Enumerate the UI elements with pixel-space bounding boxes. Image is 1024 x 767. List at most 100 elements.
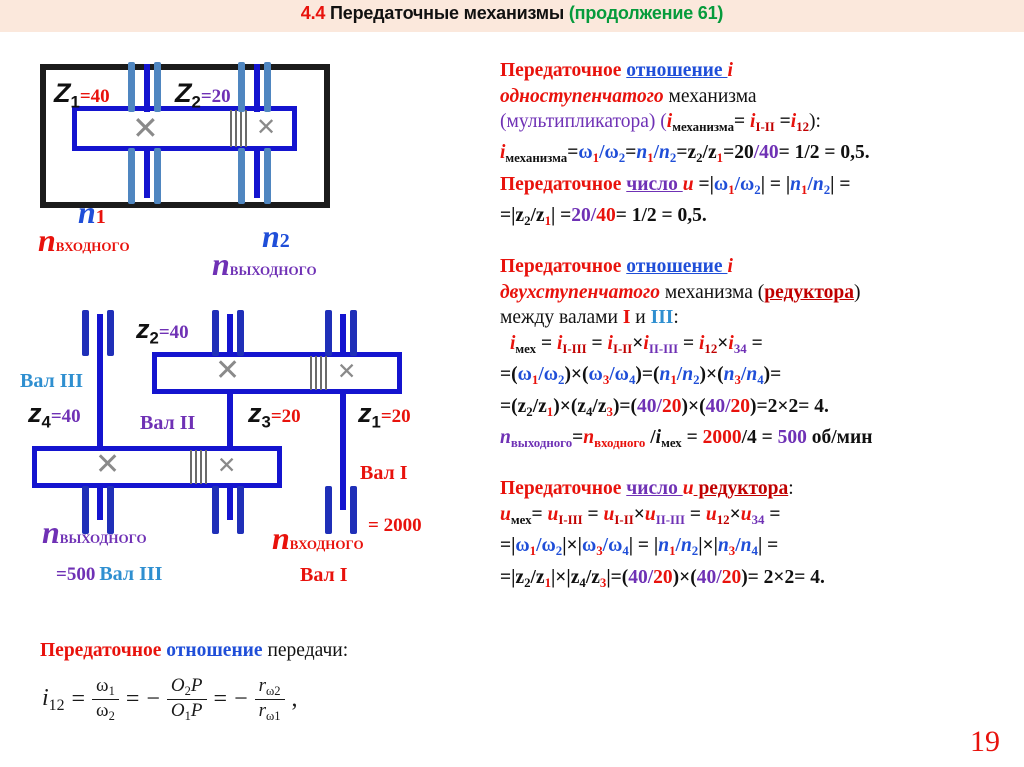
label-d2-z2-symbol: z (136, 314, 150, 344)
transmission-ratio-formula: i12 = ω1 ω2 = − O2P O1P = − rω2 rω1 , (42, 675, 298, 724)
b1-l3-d: i (750, 111, 756, 132)
b2-l7-v2: 500 (777, 427, 807, 449)
b3-l2-u2: u (547, 503, 559, 525)
page-title: 4.4 Передаточные механизмы (продолжение … (0, 3, 1024, 24)
label-d2-z3-index: 3 (261, 412, 271, 432)
b1-l5-n2: n (812, 173, 824, 195)
b2-l5-s1: / (538, 364, 544, 386)
formula-f3-den-sub: ω1 (266, 709, 281, 724)
bearing-III-top (82, 310, 116, 356)
label-d2-z2: z2=40 (136, 316, 189, 347)
b2-l7-n1: n (500, 427, 511, 449)
b3-l3-s3: / (675, 535, 681, 557)
b3-l1-e: : (788, 478, 794, 500)
b2-l5-n3: n (723, 364, 735, 386)
b1-l5-n1: n (790, 173, 801, 195)
formula-lhs: i12 (42, 685, 65, 715)
formula-minus-2: − (234, 686, 248, 713)
b1-l3-e: I-II (755, 119, 775, 134)
page-number: 19 (970, 725, 1000, 758)
formula-f1-den: ω2 (92, 699, 119, 723)
formula-lhs-sub: 12 (48, 696, 65, 714)
b1-l4-z2s: 2 (696, 151, 703, 166)
b3-l4-z2: z (515, 566, 525, 588)
b1-l4-den: 40 (759, 142, 779, 164)
b1-l5-w1: ω (713, 173, 729, 195)
b2-l2-a: двухступенчатого (500, 281, 660, 303)
b2-l2-d: ) (854, 281, 861, 303)
shaft-II-mid (227, 390, 233, 448)
b3-l3-w4s: 4 (622, 544, 629, 559)
b3-l1-b: число (626, 478, 683, 500)
formula-f3-num-sub: ω2 (266, 683, 281, 698)
text-block-ratio-single: Передаточное отношение i одноступенчатог… (500, 58, 1020, 234)
b2-l6-n4: 20 (730, 395, 751, 417)
bottom-caption-b: отношение (166, 640, 268, 661)
shaft-II (227, 314, 233, 354)
b2-l6-c: )=( (612, 395, 638, 417)
label-d2-n-input-index: входного (289, 533, 364, 553)
b2-l6-z2: z (517, 395, 527, 417)
label-n-input-symbol: n (38, 222, 56, 258)
b2-line3: между валами I и III: (500, 305, 1020, 331)
gear-cross-icon-upper-2: ✕ (337, 358, 357, 384)
label-d2-n-output-symbol: n (42, 514, 60, 550)
formula-f2-num-b: P (190, 675, 203, 696)
b1-l5-b: число (626, 173, 683, 195)
text-block-ratio-two-stage: Передаточное отношение i двухступенчатог… (500, 254, 1020, 456)
b3-l3-w3: ω (581, 535, 597, 557)
b1-l4-sub: механизма (505, 151, 568, 166)
b2-l6-n3: 40 (705, 395, 726, 417)
b3-l3-n1: n (658, 535, 670, 557)
b2-line5: =(ω1/ω2)×(ω3/ω4)=(n1/n2)×(n3/n4)= (500, 362, 1020, 393)
b1-l5-s2: / (807, 173, 813, 195)
gear-cross-icon-lower-1: ✕ (95, 448, 121, 481)
b2-l6-s2: / (592, 395, 598, 417)
b1-l6-z2s: 2 (524, 213, 531, 228)
label-d2-z3-value: =20 (270, 406, 301, 427)
b1-l1-c: i (727, 60, 733, 81)
diagram-single-stage: ✕ ✕ Z1=40 Z2=20 (40, 58, 330, 208)
b2-l5-s4: / (740, 364, 747, 386)
b2-l5-a: =( (500, 364, 518, 386)
label-z1: Z1=40 (54, 80, 110, 111)
b2-l5-w4: ω (614, 364, 629, 386)
b3-l4-z4: z (570, 566, 580, 588)
gear-cross-icon-lower-2: ✕ (217, 452, 237, 478)
label-z2-index: 2 (191, 92, 201, 112)
formula-f2-den-sub: 1 (184, 709, 191, 724)
b2-l7-div: / (645, 427, 656, 449)
b3-l3-s2: / (602, 535, 609, 557)
label-val-I: Вал I (360, 462, 408, 484)
b2-l5-n3s: 3 (734, 373, 741, 388)
b3-l2-u6: u (740, 503, 752, 525)
b2-l5-n4: n (746, 364, 758, 386)
b1-l6-a: =| (500, 205, 516, 227)
b3-line2: uмех= uI-III = uI-II×uII-III = u12×u34 = (500, 502, 1020, 533)
b2-l7-n2: n (583, 427, 595, 449)
b3-l3-n3: n (717, 535, 729, 557)
bearing-top-right (238, 62, 274, 112)
b3-l3-n4s: 4 (751, 544, 758, 559)
label-d2-n-input-value: = 2000 (368, 516, 422, 535)
b2-l7-eq: = (572, 427, 584, 449)
b2-l4-s4: II-III (648, 341, 679, 356)
b3-l3-n2s: 2 (691, 544, 699, 559)
b1-l1-b: отношение (626, 60, 728, 81)
b3-l3-n2: n (680, 535, 692, 557)
gear-cross-icon-upper-1: ✕ (215, 354, 241, 387)
b2-l4-i1: i (510, 332, 516, 354)
b2-l5-n1s: 1 (670, 373, 677, 388)
label-n2-symbol: n (262, 218, 280, 254)
b2-l5-w2: ω (543, 364, 558, 386)
b1-l2-a: одноступенчатого (500, 85, 664, 107)
b2-l4-s6: 34 (733, 341, 747, 356)
label-d2-z3: z3=20 (248, 400, 301, 431)
label-d2-n-output-val: =500 (56, 564, 96, 585)
label-n-output-index: выходного (229, 259, 317, 279)
b2-l7-s3: мех (661, 435, 682, 450)
b2-l6-z1s: 1 (546, 404, 554, 419)
label-d2-n-input-shaft: Вал I (300, 564, 348, 586)
label-z1-index: 1 (70, 92, 80, 112)
